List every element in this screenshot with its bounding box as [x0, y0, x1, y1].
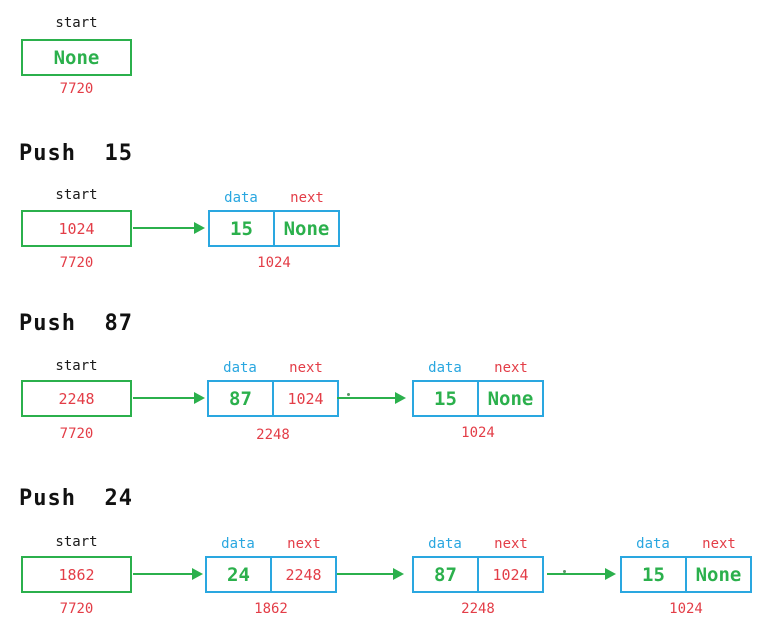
stage3-node1-data-cell: 87: [209, 382, 272, 415]
stage4-node1-data-value: 24: [227, 563, 250, 586]
stage2-start-address: 7720: [59, 255, 94, 271]
stage2-start-box: 1024: [21, 210, 132, 247]
stage3-heading: Push 87: [19, 311, 133, 336]
stage3-node2-data-label: data: [428, 360, 462, 376]
stage4-node1-data-cell: 24: [207, 558, 270, 591]
stage3-node1-data-value: 87: [229, 387, 252, 410]
stage4-node3-next-label: next: [702, 536, 736, 552]
stage2-heading: Push 15: [19, 141, 133, 166]
stage4-start-label: start: [55, 534, 98, 550]
stage4-node2-data-label: data: [428, 536, 462, 552]
stage4-node3: 15 None: [620, 556, 752, 593]
stage3-arrow-start-to-node1: [133, 392, 205, 404]
stage3-arrow-node1-to-node2: [337, 392, 406, 404]
stage2-node1-next-cell: None: [273, 212, 338, 245]
stage2-start-value: 1024: [58, 219, 95, 238]
stage4-node1-next-value: 2248: [285, 565, 322, 584]
stage4-heading: Push 24: [19, 486, 133, 511]
stage2-arrow-start-to-node1: [133, 222, 205, 234]
stage4-start-value: 1862: [58, 565, 95, 584]
stage3-node2-address: 1024: [461, 425, 495, 441]
stage3-node1: 87 1024: [207, 380, 339, 417]
stage4-node1: 24 2248: [205, 556, 337, 593]
stage4-arrow-node1-to-node2: [337, 568, 404, 580]
stage2-node1-address: 1024: [257, 255, 291, 271]
stage4-start-address: 7720: [59, 601, 94, 617]
stage3-node2: 15 None: [412, 380, 544, 417]
stage4-node1-data-label: data: [221, 536, 255, 552]
stage4-node2: 87 1024: [412, 556, 544, 593]
stray-dot: [563, 570, 566, 573]
stage3-start-label: start: [55, 358, 98, 374]
stage3-start-address: 7720: [59, 426, 94, 442]
stage2-node1-next-value: None: [283, 217, 330, 240]
stage4-node3-address: 1024: [669, 601, 703, 617]
stage3-start-value: 2248: [58, 389, 95, 408]
stage2-node1-data-label: data: [224, 190, 258, 206]
stage3-node1-next-label: next: [289, 360, 323, 376]
stage4-node2-next-value: 1024: [492, 565, 529, 584]
stray-dot: [347, 393, 350, 396]
stage4-node3-next-value: None: [695, 563, 742, 586]
stage3-node2-next-cell: None: [477, 382, 542, 415]
stage3-node2-next-label: next: [494, 360, 528, 376]
stage4-arrow-node2-to-node3: [547, 568, 616, 580]
stage4-arrow-start-to-node1: [133, 568, 203, 580]
stage4-node2-data-value: 87: [434, 563, 457, 586]
stage3-node1-address: 2248: [256, 427, 290, 443]
stage2-node1-data-cell: 15: [210, 212, 273, 245]
stage3-node1-next-value: 1024: [287, 389, 324, 408]
stage1-start-label: start: [55, 15, 98, 31]
stage2-node1: 15 None: [208, 210, 340, 247]
stage1-start-value: None: [53, 46, 100, 69]
stage4-node2-next-cell: 1024: [477, 558, 542, 591]
stage2-node1-data-value: 15: [230, 217, 253, 240]
stage4-node1-next-label: next: [287, 536, 321, 552]
stage2-node1-next-label: next: [290, 190, 324, 206]
stage4-node3-data-label: data: [636, 536, 670, 552]
stage3-node2-data-cell: 15: [414, 382, 477, 415]
stage4-start-box: 1862: [21, 556, 132, 593]
stage3-node1-data-label: data: [223, 360, 257, 376]
stage3-node1-next-cell: 1024: [272, 382, 337, 415]
stage4-node3-data-value: 15: [642, 563, 665, 586]
stage4-node2-data-cell: 87: [414, 558, 477, 591]
stage4-node1-next-cell: 2248: [270, 558, 335, 591]
stage3-start-box: 2248: [21, 380, 132, 417]
stage4-node2-next-label: next: [494, 536, 528, 552]
stage2-start-label: start: [55, 187, 98, 203]
stage4-node1-address: 1862: [254, 601, 288, 617]
stage4-node2-address: 2248: [461, 601, 495, 617]
stage3-node2-data-value: 15: [434, 387, 457, 410]
stage4-node3-data-cell: 15: [622, 558, 685, 591]
stage4-node3-next-cell: None: [685, 558, 750, 591]
stage1-start-address: 7720: [59, 81, 94, 97]
stage1-start-box: None: [21, 39, 132, 76]
stage3-node2-next-value: None: [487, 387, 534, 410]
